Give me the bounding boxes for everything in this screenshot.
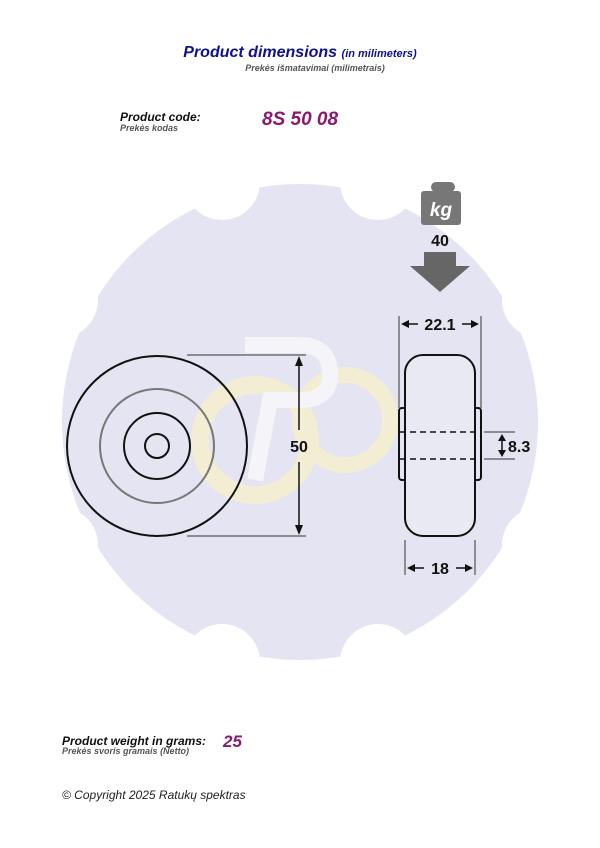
page-title: Product dimensions (in milimeters) [0,44,600,62]
weight-sublabel: Prekės svoris gramais (Netto) [62,746,190,756]
title-main: Product dimensions [183,44,338,61]
overall-width-label: 22.1 [424,317,455,334]
wheel-front-view [66,354,306,537]
diameter-label: 50 [290,439,308,456]
page-subtitle: Prekės išmatavimai (milimetrais) [245,63,385,73]
weight-label: Product weight in grams: [62,734,207,748]
weight-icon [421,182,461,225]
title-suffix: (in milimeters) [341,48,417,60]
load-value: 40 [431,233,449,250]
wheel-side-view [398,316,515,575]
product-code-label: Product code: [120,110,201,124]
product-code-value: 8S 50 08 [262,109,339,130]
bore-label: 8.3 [508,439,530,456]
weight-value: 25 [223,732,242,751]
tread-width-label: 18 [431,561,449,578]
watermark-logo [191,337,398,504]
load-arrow-icon [410,252,470,292]
load-unit: kg [430,200,453,221]
product-code-sublabel: Prekės kodas [120,123,179,133]
copyright: © Copyright 2025 Ratukų spektras [62,788,246,802]
